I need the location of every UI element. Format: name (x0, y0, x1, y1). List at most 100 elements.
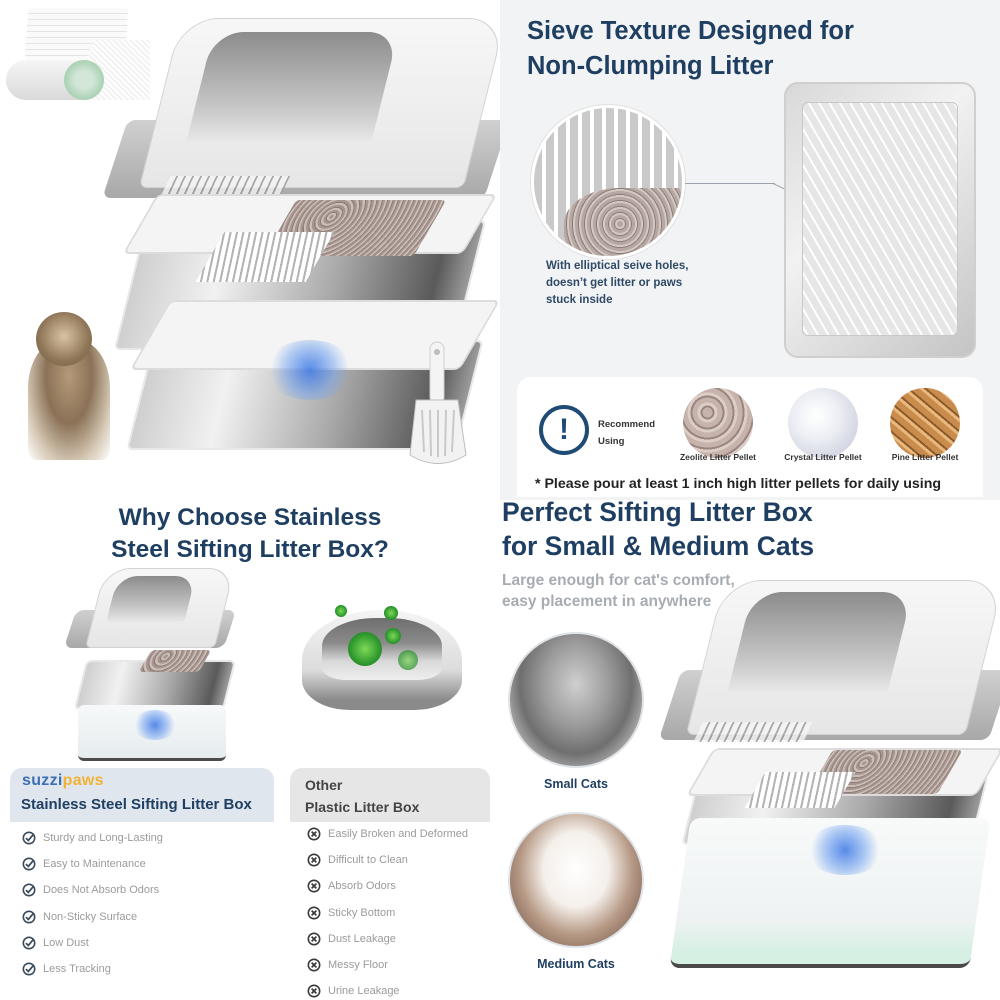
drawback-item: Sticky Bottom (307, 900, 468, 926)
drawback-label: Messy Floor (328, 959, 388, 972)
bag-roll-end-image (64, 60, 104, 100)
exclamation-circle-icon: ! (539, 405, 589, 455)
closeup-litter (564, 188, 682, 256)
pine-pellet-image (890, 388, 960, 458)
medium-cat-photo (508, 812, 644, 948)
feature-label: Less Tracking (43, 963, 111, 976)
check-circle-icon (22, 883, 36, 897)
x-circle-icon (307, 932, 321, 946)
title-line-2: for Small & Medium Cats (502, 531, 815, 561)
hood-grate (693, 722, 813, 742)
recommend-line-1: Recommend (598, 419, 656, 430)
plastic-box-interior (322, 618, 442, 680)
feature-item: Sturdy and Long-Lasting (22, 825, 163, 851)
drawback-label: Difficult to Clean (328, 854, 408, 867)
feature-item: Does Not Absorb Odors (22, 877, 163, 903)
bacteria-icon (384, 606, 398, 620)
title-line-1: Why Choose Stainless (118, 504, 382, 531)
other-feature-list: Easily Broken and Deformed Difficult to … (307, 821, 468, 1000)
pellet-label-zeolite: Zeolite Litter Pellet (679, 452, 757, 462)
subtitle-line-2: easy placement in anywhere (502, 593, 712, 610)
drawback-item: Dust Leakage (307, 926, 468, 952)
brand-part-1: suzzi (22, 772, 63, 789)
feature-label: Easy to Maintenance (43, 858, 146, 871)
drawback-label: Absorb Odors (328, 880, 396, 893)
ours-feature-list: Sturdy and Long-Lasting Easy to Maintena… (22, 825, 163, 982)
pellet-label-crystal: Crystal Litter Pellet (784, 452, 862, 462)
comparison-panel: Why Choose Stainless Steel Sifting Litte… (0, 500, 500, 1000)
bacteria-icon (385, 628, 401, 644)
x-circle-icon (307, 906, 321, 920)
medium-cats-label: Medium Cats (537, 957, 615, 971)
size-section-title: Perfect Sifting Litter Box for Small & M… (502, 500, 814, 563)
check-circle-icon (22, 857, 36, 871)
other-card-header (290, 768, 490, 822)
check-circle-icon (22, 936, 36, 950)
other-title-line-2: Plastic Litter Box (305, 799, 420, 815)
drawback-item: Difficult to Clean (307, 847, 468, 873)
feature-label: Non-Sticky Surface (43, 910, 138, 923)
bacteria-icon (348, 632, 382, 666)
other-title-line-1: Other (305, 777, 343, 793)
brand-logo: suzzipaws (22, 772, 104, 790)
pellet-label-pine: Pine Litter Pellet (891, 452, 959, 462)
comparison-title: Why Choose Stainless Steel Sifting Litte… (0, 502, 500, 566)
blue-light-glow (265, 340, 355, 400)
feature-item: Non-Sticky Surface (22, 904, 163, 930)
hood-opening (727, 592, 913, 692)
bacteria-icon (335, 605, 347, 617)
cat-size-panel: Perfect Sifting Litter Box for Small & M… (500, 500, 1000, 1000)
x-circle-icon (307, 879, 321, 893)
x-circle-icon (307, 853, 321, 867)
feature-item: Easy to Maintenance (22, 851, 163, 877)
sieve-section-title: Sieve Texture Designed for Non-Clumping … (527, 14, 854, 84)
drawback-label: Dust Leakage (328, 932, 396, 945)
check-circle-icon (22, 831, 36, 845)
check-circle-icon (22, 910, 36, 924)
sieve-caption: With elliptical seive holes, doesn’t get… (546, 260, 689, 306)
title-line-2: Non-Clumping Litter (527, 52, 774, 80)
sieve-texture-panel: Sieve Texture Designed for Non-Clumping … (500, 0, 1000, 500)
mini-hood-opening (106, 576, 196, 622)
title-line-1: Perfect Sifting Litter Box (502, 500, 813, 527)
feature-label: Low Dust (43, 936, 89, 949)
size-subtitle: Large enough for cat's comfort, easy pla… (502, 570, 735, 612)
ours-card-header (10, 768, 274, 822)
subtitle-line-1: Large enough for cat's comfort, (502, 572, 735, 589)
recommend-line-2: Using (598, 436, 625, 447)
drawback-item: Messy Floor (307, 952, 468, 978)
feature-item: Less Tracking (22, 956, 163, 982)
bacteria-icon (398, 650, 418, 670)
product-hero-panel (0, 0, 500, 500)
blue-light-glow (805, 825, 885, 875)
drawback-label: Sticky Bottom (328, 906, 396, 919)
feature-label: Sturdy and Long-Lasting (43, 832, 163, 845)
check-circle-icon (22, 962, 36, 976)
hood-opening (186, 32, 399, 142)
cat-face (36, 312, 92, 366)
mini-litter (138, 650, 212, 672)
sieve-tray-holes (802, 102, 958, 336)
drawback-label: Urine Leakage (328, 985, 400, 998)
ours-card-title: Stainless Steel Sifting Litter Box (21, 796, 252, 813)
x-circle-icon (307, 958, 321, 972)
title-line-1: Sieve Texture Designed for (527, 17, 854, 45)
x-circle-icon (307, 984, 321, 998)
x-circle-icon (307, 827, 321, 841)
sieve-closeup-image (531, 105, 685, 259)
crystal-pellet-image (788, 388, 858, 458)
small-cats-label: Small Cats (544, 777, 608, 791)
zeolite-pellet-image (683, 388, 753, 458)
sieve-tray-image (784, 82, 976, 358)
drawback-item: Urine Leakage (307, 978, 468, 1000)
recommend-label: Recommend Using (598, 416, 655, 450)
feature-item: Low Dust (22, 930, 163, 956)
brand-part-2: paws (62, 772, 104, 789)
feature-label: Does Not Absorb Odors (43, 884, 160, 897)
other-card-title: Other Plastic Litter Box (305, 774, 419, 818)
pour-depth-note: * Please pour at least 1 inch high litte… (535, 476, 942, 492)
scoop-image (409, 341, 467, 464)
title-line-2: Steel Sifting Litter Box? (111, 536, 389, 563)
drawback-item: Absorb Odors (307, 873, 468, 899)
drawback-item: Easily Broken and Deformed (307, 821, 468, 847)
